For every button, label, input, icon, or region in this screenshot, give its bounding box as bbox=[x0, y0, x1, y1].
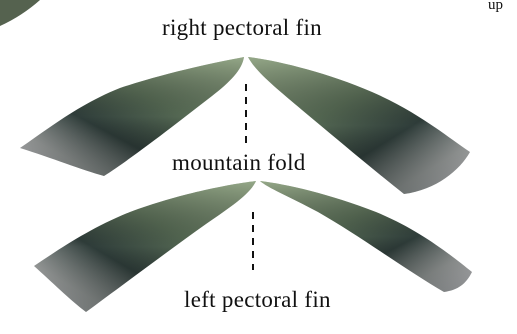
left-pectoral-fin bbox=[34, 181, 472, 312]
corner-fragment bbox=[0, 0, 40, 26]
label-mountain-fold: mountain fold bbox=[172, 150, 306, 175]
right-pectoral-fin bbox=[20, 57, 470, 194]
label-up-fragment: up bbox=[488, 0, 503, 13]
label-left-pectoral-fin: left pectoral fin bbox=[184, 287, 331, 312]
label-right-pectoral-fin: right pectoral fin bbox=[162, 15, 322, 40]
